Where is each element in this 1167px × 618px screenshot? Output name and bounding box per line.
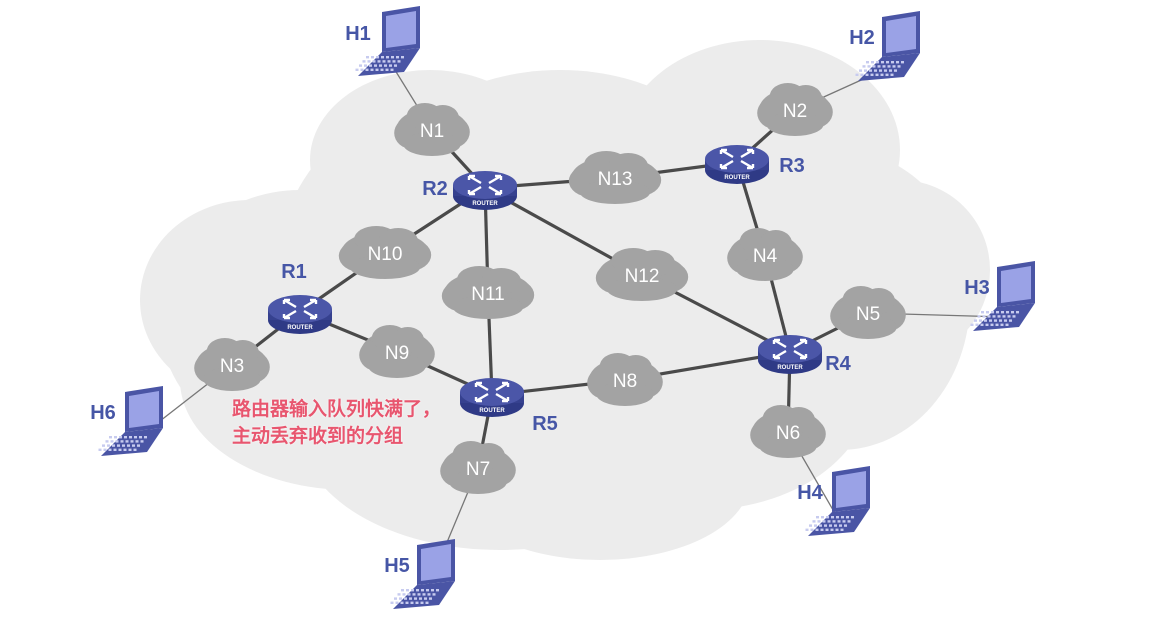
host-label: H3 bbox=[964, 277, 990, 299]
router-r5: ROUTER R5 bbox=[460, 378, 558, 435]
network-label: N9 bbox=[385, 343, 409, 364]
network-label: N3 bbox=[220, 356, 244, 377]
network-cloud-n13: N13 bbox=[568, 151, 662, 204]
router-r3: ROUTER R3 bbox=[705, 145, 805, 184]
router-label: R5 bbox=[532, 413, 558, 435]
router-label: R1 bbox=[281, 261, 307, 283]
annotation-line-2: 主动丢弃收到的分组 bbox=[232, 425, 404, 447]
host-label: H1 bbox=[345, 23, 371, 45]
host-h5: H5 bbox=[384, 539, 455, 609]
laptop-icon bbox=[855, 11, 920, 81]
network-label: N5 bbox=[856, 304, 880, 325]
network-cloud-n5: N5 bbox=[830, 286, 906, 339]
congestion-annotation: 路由器输入队列快满了， 主动丢弃收到的分组 bbox=[232, 396, 441, 450]
router-badge: ROUTER bbox=[472, 201, 498, 207]
router-badge: ROUTER bbox=[287, 325, 313, 331]
router-arrows-icon bbox=[467, 174, 503, 196]
network-label: N6 bbox=[776, 423, 800, 444]
network-cloud-n4: N4 bbox=[727, 228, 803, 281]
router-arrows-icon bbox=[474, 381, 510, 403]
laptop-icon bbox=[805, 466, 870, 536]
laptop-icon bbox=[390, 539, 455, 609]
network-cloud-n3: N3 bbox=[194, 338, 270, 391]
network-label: N7 bbox=[466, 459, 490, 480]
router-arrows-icon bbox=[719, 148, 755, 170]
router-r4: ROUTER R4 bbox=[758, 335, 852, 375]
router-label: R3 bbox=[779, 155, 805, 177]
network-cloud-n9: N9 bbox=[359, 325, 435, 378]
network-label: N10 bbox=[368, 244, 403, 265]
network-label: N12 bbox=[625, 266, 660, 287]
router-label: R4 bbox=[825, 353, 851, 375]
host-h6: H6 bbox=[90, 386, 163, 456]
annotation-line-1: 路由器输入队列快满了， bbox=[232, 398, 442, 420]
router-badge: ROUTER bbox=[479, 408, 505, 414]
network-label: N13 bbox=[598, 169, 633, 190]
laptop-icon bbox=[98, 386, 163, 456]
router-r1: ROUTER R1 bbox=[268, 261, 332, 334]
host-label: H5 bbox=[384, 555, 410, 577]
network-cloud-n10: N10 bbox=[338, 226, 432, 279]
network-cloud-n8: N8 bbox=[587, 353, 663, 406]
network-cloud-n6: N6 bbox=[750, 405, 826, 458]
network-label: N4 bbox=[753, 246, 778, 267]
router-label: R2 bbox=[422, 178, 448, 200]
network-cloud-n2: N2 bbox=[757, 83, 833, 136]
network-label: N8 bbox=[613, 371, 637, 392]
router-r2: ROUTER R2 bbox=[422, 171, 517, 210]
router-badge: ROUTER bbox=[724, 175, 750, 181]
host-h3: H3 bbox=[964, 261, 1035, 331]
network-cloud-n7: N7 bbox=[440, 441, 516, 494]
network-label: N1 bbox=[420, 121, 444, 142]
laptop-icon bbox=[970, 261, 1035, 331]
host-h1: H1 bbox=[345, 6, 420, 76]
network-cloud-n12: N12 bbox=[595, 248, 689, 301]
host-h2: H2 bbox=[849, 11, 920, 81]
network-label: N11 bbox=[471, 284, 504, 305]
host-h4: H4 bbox=[797, 466, 870, 536]
router-arrows-icon bbox=[772, 338, 808, 360]
laptop-icon bbox=[355, 6, 420, 76]
host-label: H2 bbox=[849, 27, 875, 49]
network-label: N2 bbox=[783, 101, 807, 122]
network-cloud-n11: N11 bbox=[441, 266, 535, 319]
router-arrows-icon bbox=[282, 298, 318, 320]
router-badge: ROUTER bbox=[777, 365, 803, 371]
host-label: H4 bbox=[797, 482, 823, 504]
network-cloud-n1: N1 bbox=[394, 103, 470, 156]
host-label: H6 bbox=[90, 402, 116, 424]
